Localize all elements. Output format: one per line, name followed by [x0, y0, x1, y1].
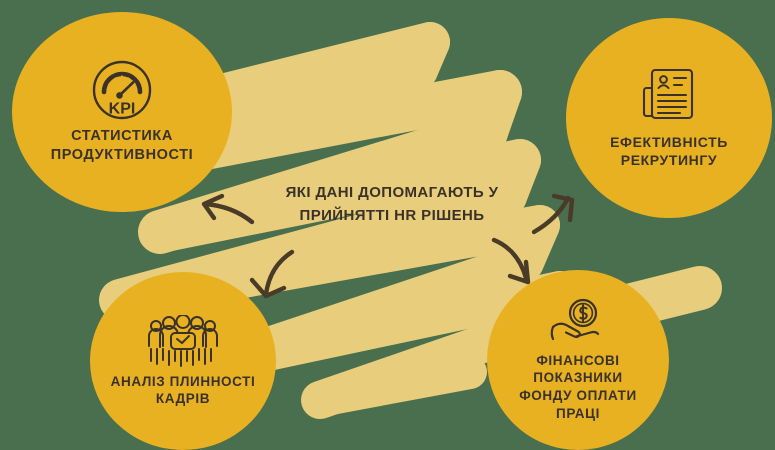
- page-title: ЯКІ ДАНІ ДОПОМАГАЮТЬ У ПРИЙНЯТТІ HR РІШЕ…: [285, 184, 499, 224]
- node-payroll[interactable]: ФІНАНСОВІ ПОКАЗНИКИ ФОНДУ ОПЛАТИ ПРАЦІ: [487, 270, 669, 450]
- node-recruit[interactable]: ЕФЕКТИВНІСТЬ РЕКРУТИНГУ: [566, 18, 772, 218]
- arrow-to-recruit: [531, 193, 575, 235]
- arrow-to-turnover: [249, 249, 295, 299]
- node-recruit-label: ЕФЕКТИВНІСТЬ РЕКРУТИНГУ: [610, 134, 728, 168]
- node-payroll-label: ФІНАНСОВІ ПОКАЗНИКИ ФОНДУ ОПЛАТИ ПРАЦІ: [519, 352, 637, 421]
- kpi-icon-text: KPI: [109, 101, 136, 118]
- node-kpi[interactable]: KPI СТАТИСТИКА ПРОДУКТИВНОСТІ: [12, 12, 232, 212]
- people-group-icon: [146, 313, 220, 367]
- node-turnover-label: АНАЛІЗ ПЛИННОСТІ КАДРІВ: [110, 373, 256, 406]
- arrow-to-payroll: [491, 237, 531, 285]
- node-turnover[interactable]: АНАЛІЗ ПЛИННОСТІ КАДРІВ: [90, 272, 276, 450]
- arrow-to-kpi: [201, 193, 255, 225]
- node-kpi-label: СТАТИСТИКА ПРОДУКТИВНОСТІ: [50, 128, 194, 163]
- kpi-gauge-icon: KPI: [91, 59, 153, 121]
- resume-document-icon: [642, 66, 696, 124]
- hand-holding-coin-icon: [547, 298, 609, 348]
